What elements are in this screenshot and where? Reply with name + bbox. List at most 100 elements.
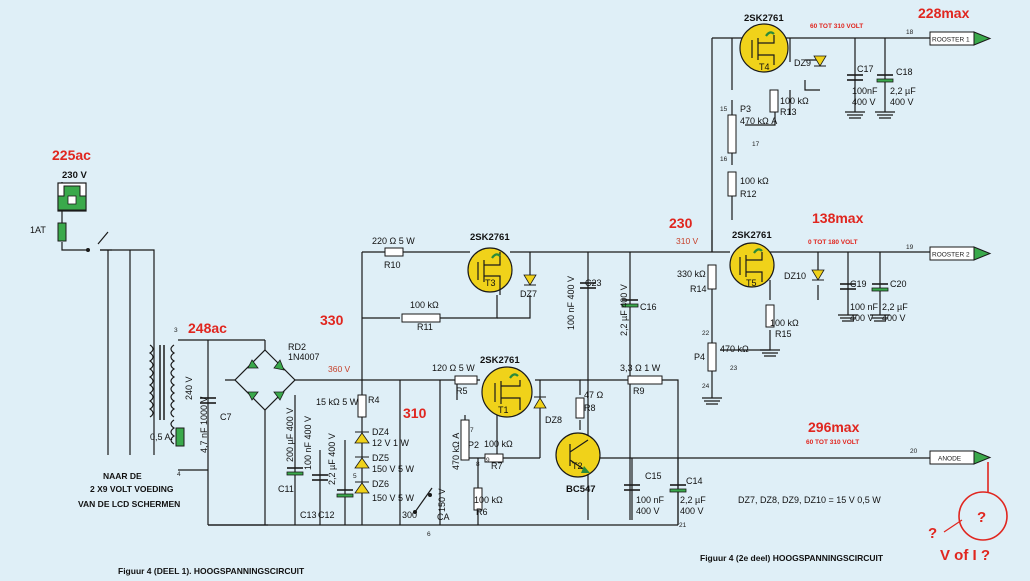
label-r12-val: 100 kΩ [740,176,769,186]
annotation-296max: 296max [808,419,860,435]
annotation-circle [958,491,1008,541]
label-c19-val2: 400 V [850,313,874,323]
node-20: 20 [910,448,918,455]
label-p4: P4 [694,352,705,362]
label-sec-240v: 240 V [184,376,194,400]
label-c13-val: 100 nF 400 V [303,416,313,470]
label-ca: CA [437,512,450,522]
label-r12: R12 [740,189,757,199]
resistor-r6-icon [473,487,483,511]
mosfet-t3-icon [467,247,513,295]
node-18: 18 [906,29,914,36]
label-r13-val: 100 kΩ [780,96,809,106]
zener-dz5-icon [354,456,370,469]
label-c23: C23 [585,278,602,288]
label-c23-val: 100 nF 400 V [566,276,576,330]
label-c11-val: 200 µF 400 V [285,408,295,462]
label-t4-type: 2SK2761 [744,13,784,24]
label-dz6: DZ6 [372,479,389,489]
label-dz10: DZ10 [784,271,806,281]
label-p2: P2 [468,440,479,450]
label-p3-val: 470 kΩ A [740,116,777,126]
node-16: 16 [720,156,728,163]
label-r15: R15 [775,329,792,339]
node-17: 17 [752,141,760,148]
annotation-q2: ? [977,509,986,526]
capacitor-c17-icon [847,74,863,81]
zener-dz8-icon [533,396,547,409]
node-24: 24 [702,383,710,390]
label-r4-val: 15 kΩ 5 W [316,397,359,407]
mains-socket-icon [57,182,87,212]
node-9: 9 [486,457,490,464]
label-naar-de-3: VAN DE LCD SCHERMEN [78,499,180,509]
resistor-r14-icon [707,264,717,290]
label-t5: T5 [746,278,757,288]
label-r5: R5 [456,386,468,396]
node-6: 6 [427,531,431,538]
label-t1-type: 2SK2761 [480,355,520,366]
label-t3-type: 2SK2761 [470,232,510,243]
label-c15: C15 [645,471,662,481]
label-c19: C19 [850,279,867,289]
capacitor-c20-icon [871,283,889,292]
annotation-230: 230 [669,215,693,231]
zener-dz9-icon [813,55,827,67]
label-c15-val1: 100 nF [636,495,665,505]
label-c7-val: 4,7 nF 1000 V [199,396,209,453]
label-c16: C16 [640,302,657,312]
label-range1: 60 TOT 310 VOLT [810,23,863,30]
label-dz6-val: 150 V 5 W [372,493,415,503]
zener-dz6-icon [354,481,370,494]
label-r11-val: 100 kΩ [410,300,439,310]
label-c12-val: 2,2 µF 400 V [327,433,337,485]
anode-connector-icon [929,450,992,465]
label-c17: C17 [857,64,874,74]
capacitor-c16-icon [621,299,639,308]
annotation-228max: 228max [918,5,970,21]
label-c15-val2: 400 V [636,506,660,516]
label-c20: C20 [890,279,907,289]
label-rooster1: ROOSTER 1 [932,37,970,44]
label-r11: R11 [417,322,433,332]
zener-dz7-icon [523,274,537,286]
potentiometer-p3-icon [727,114,737,154]
label-r9: R9 [633,386,645,396]
annotation-248ac: 248ac [188,320,227,336]
label-r14: R14 [690,284,707,294]
label-1at: 1AT [30,225,46,235]
label-dz4-val: 12 V 1 W [372,438,410,448]
annotation-330: 330 [320,312,344,328]
resistor-r11-icon [401,313,441,323]
label-r6: R6 [476,507,488,517]
capacitor-c14-icon [669,484,687,493]
label-bc547: BC547 [566,484,596,495]
transistor-t2-icon [555,432,601,478]
label-dz5: DZ5 [372,453,389,463]
node-7: 7 [470,427,474,434]
resistor-r7-icon [484,453,504,463]
label-rooster2: ROOSTER 2 [932,252,970,259]
node-4: 4 [177,471,181,478]
label-p4-val: 470 kΩ [720,344,749,354]
label-c11: C11 [278,484,294,494]
label-r6-val: 100 kΩ [474,495,503,505]
node-21: 21 [679,522,687,529]
label-310v: 310 V [676,236,699,246]
label-sw-300: 300 [402,510,417,520]
annotation-138max: 138max [812,210,864,226]
resistor-r5-icon [454,375,478,385]
node-15: 15 [720,106,728,113]
resistor-r8-icon [575,397,585,419]
zener-dz4-icon [354,431,370,444]
label-range2: 0 TOT 180 VOLT [808,239,858,246]
label-dz8: DZ8 [545,415,562,425]
capacitor-c18-icon [876,74,894,83]
rooster1-connector-icon [929,31,992,46]
selector-switch-icon [413,487,433,514]
resistor-r4-icon [357,394,367,418]
ground-icon [702,95,895,405]
label-dz4: DZ4 [372,427,389,437]
mosfet-t5-icon [729,242,775,288]
